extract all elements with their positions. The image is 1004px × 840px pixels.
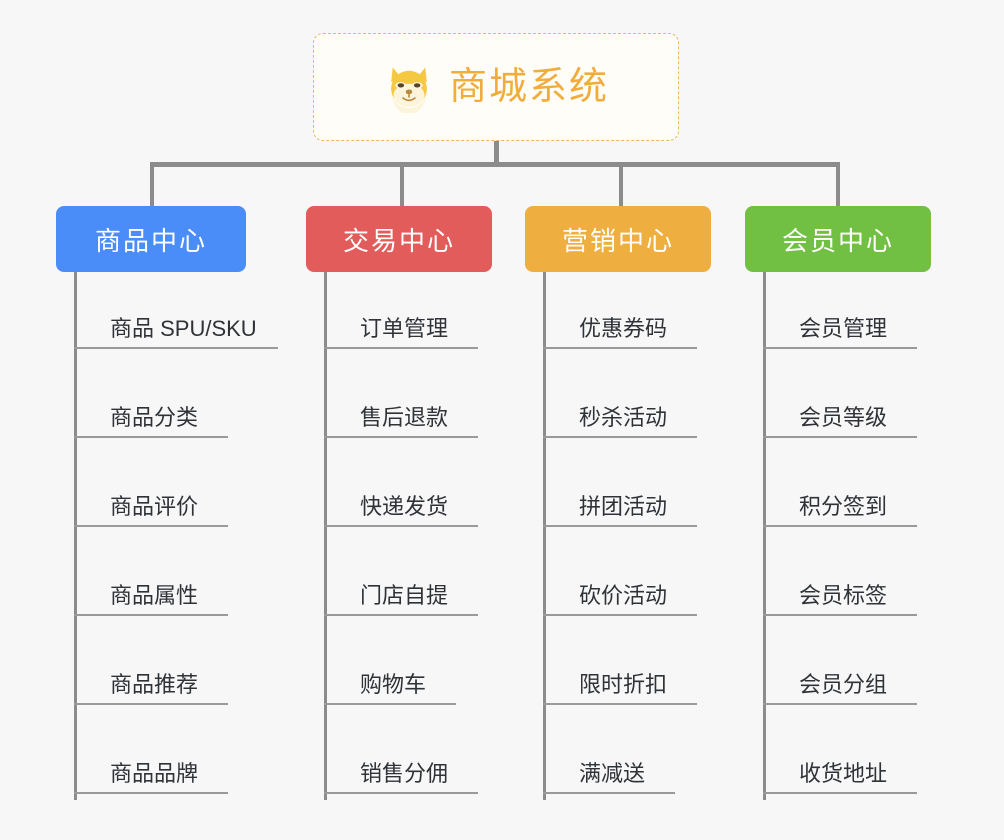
leaf-underline (763, 436, 917, 438)
leaf-label: 门店自提 (360, 583, 449, 608)
branch-header-label-2: 交易中心 (342, 225, 455, 256)
leaf-underline (543, 703, 697, 705)
leaf-label: 限时折扣 (579, 672, 668, 697)
leaf-label: 商品品牌 (110, 761, 199, 786)
leaf-underline (763, 792, 917, 794)
leaf-item-4-6[interactable]: 收货地址 (763, 705, 917, 794)
leaf-label: 收货地址 (799, 761, 888, 786)
leaf-underline (324, 347, 478, 349)
leaf-item-1-6[interactable]: 商品品牌 (74, 705, 228, 794)
leaf-underline (74, 525, 228, 527)
leaf-label: 砍价活动 (579, 583, 668, 608)
leaf-underline (74, 614, 228, 616)
leaf-label: 优惠券码 (579, 316, 668, 341)
leaf-label: 会员分组 (799, 672, 888, 697)
leaf-label: 秒杀活动 (579, 405, 668, 430)
leaf-underline (543, 436, 697, 438)
branch-header-4[interactable]: 会员中心 (745, 206, 931, 272)
leaf-item-4-2[interactable]: 会员等级 (763, 349, 917, 438)
branch-header-label-1: 商品中心 (94, 225, 207, 256)
leaf-item-2-3[interactable]: 快递发货 (324, 438, 478, 527)
leaf-label: 快递发货 (360, 494, 449, 519)
branch-drop-line-3 (619, 162, 623, 206)
branch-drop-line-2 (400, 162, 404, 206)
leaf-underline (74, 703, 228, 705)
leaf-underline (543, 792, 675, 794)
leaf-underline (763, 525, 917, 527)
leaf-item-1-3[interactable]: 商品评价 (74, 438, 228, 527)
leaf-underline (763, 703, 917, 705)
root-node[interactable]: 商城系统 (313, 33, 679, 141)
leaf-underline (74, 792, 228, 794)
branch-drop-line-4 (836, 162, 840, 206)
leaf-underline (324, 792, 478, 794)
leaf-underline (324, 436, 478, 438)
root-stem-line (494, 141, 499, 167)
leaf-label: 商品评价 (110, 494, 199, 519)
leaf-label: 会员管理 (799, 316, 888, 341)
leaf-underline (324, 703, 456, 705)
leaf-underline (324, 525, 478, 527)
leaf-item-3-6[interactable]: 满减送 (543, 705, 675, 794)
leaf-item-3-5[interactable]: 限时折扣 (543, 616, 697, 705)
branch-header-2[interactable]: 交易中心 (306, 206, 492, 272)
leaf-item-3-1[interactable]: 优惠券码 (543, 260, 697, 349)
leaf-item-3-3[interactable]: 拼团活动 (543, 438, 697, 527)
branch-trunk-1 (74, 272, 77, 800)
leaf-item-1-5[interactable]: 商品推荐 (74, 616, 228, 705)
leaf-item-1-4[interactable]: 商品属性 (74, 527, 228, 616)
branch-trunk-3 (543, 272, 546, 800)
leaf-label: 满减送 (579, 761, 646, 786)
branch-header-1[interactable]: 商品中心 (56, 206, 246, 272)
branch-trunk-2 (324, 272, 327, 800)
leaf-item-1-2[interactable]: 商品分类 (74, 349, 228, 438)
shiba-dog-face-icon (383, 61, 435, 115)
leaf-item-2-2[interactable]: 售后退款 (324, 349, 478, 438)
leaf-item-4-4[interactable]: 会员标签 (763, 527, 917, 616)
leaf-item-2-1[interactable]: 订单管理 (324, 260, 478, 349)
leaf-underline (543, 347, 697, 349)
leaf-underline (543, 525, 697, 527)
branch-bus-line (150, 162, 840, 167)
root-title: 商城系统 (448, 66, 609, 108)
leaf-item-4-3[interactable]: 积分签到 (763, 438, 917, 527)
leaf-label: 会员等级 (799, 405, 888, 430)
leaf-label: 销售分佣 (360, 761, 449, 786)
leaf-underline (74, 436, 228, 438)
leaf-label: 商品推荐 (110, 672, 199, 697)
branch-header-3[interactable]: 营销中心 (525, 206, 711, 272)
branch-trunk-4 (763, 272, 766, 800)
leaf-underline (74, 347, 278, 349)
leaf-item-3-2[interactable]: 秒杀活动 (543, 349, 697, 438)
branch-drop-line-1 (150, 162, 154, 206)
leaf-underline (543, 614, 697, 616)
leaf-item-4-1[interactable]: 会员管理 (763, 260, 917, 349)
leaf-label: 商品分类 (110, 405, 199, 430)
leaf-item-1-1[interactable]: 商品 SPU/SKU (74, 260, 278, 349)
leaf-underline (763, 347, 917, 349)
leaf-label: 商品 SPU/SKU (110, 316, 257, 341)
leaf-item-3-4[interactable]: 砍价活动 (543, 527, 697, 616)
leaf-label: 售后退款 (360, 405, 449, 430)
branch-header-label-3: 营销中心 (561, 225, 674, 256)
leaf-item-4-5[interactable]: 会员分组 (763, 616, 917, 705)
leaf-label: 拼团活动 (579, 494, 668, 519)
leaf-label: 商品属性 (110, 583, 199, 608)
leaf-item-2-6[interactable]: 销售分佣 (324, 705, 478, 794)
leaf-label: 会员标签 (799, 583, 888, 608)
leaf-underline (324, 614, 478, 616)
leaf-label: 积分签到 (799, 494, 888, 519)
leaf-underline (763, 614, 917, 616)
leaf-label: 购物车 (360, 672, 427, 697)
leaf-label: 订单管理 (360, 316, 449, 341)
leaf-item-2-5[interactable]: 购物车 (324, 616, 456, 705)
leaf-item-2-4[interactable]: 门店自提 (324, 527, 478, 616)
branch-header-label-4: 会员中心 (781, 225, 894, 256)
